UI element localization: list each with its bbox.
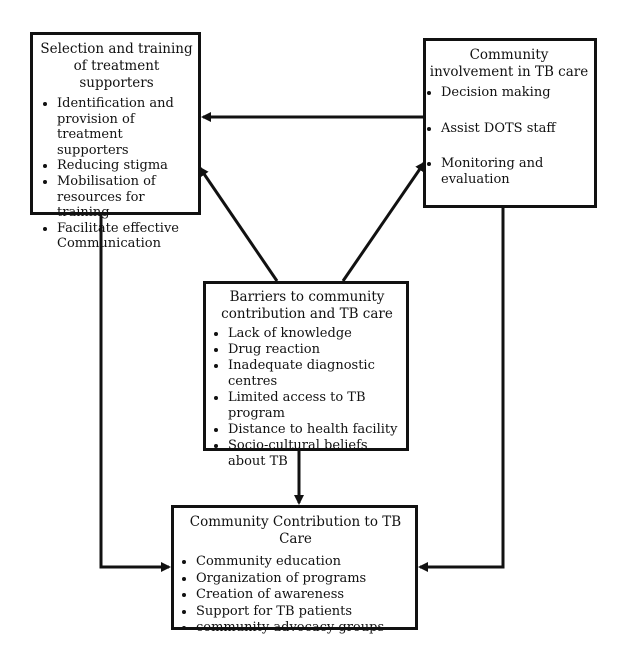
community-contribution-box: Community Contribution to TB Care Commun… <box>171 505 418 635</box>
list-item: Mobilisation of resources for training <box>57 174 194 221</box>
list-item: Reducing stigma <box>57 158 194 174</box>
list-item: Distance to health facility <box>228 422 402 438</box>
arrow-selection-to-contribution <box>99 215 171 572</box>
barriers-title: Barriers to community contribution and T… <box>221 289 393 322</box>
selection-training-title: Selection and training of treatment supp… <box>40 41 193 91</box>
list-item: Lack of knowledge <box>228 326 402 342</box>
list-item: Assist DOTS staff <box>441 121 590 137</box>
community-contribution-list: Community education Organization of prog… <box>180 554 411 637</box>
community-involvement-title: Community involvement in TB care <box>429 47 589 80</box>
arrow-community-to-contribution <box>418 208 505 572</box>
list-item: Organization of programs <box>196 571 411 588</box>
list-item: community advocacy groups <box>196 620 411 637</box>
list-item: Support for TB patients <box>196 604 411 621</box>
community-contribution-title: Community Contribution to TB Care <box>189 514 402 547</box>
list-item: Monitoring and evaluation <box>441 156 590 187</box>
list-item: Inadequate diagnostic centres <box>228 358 402 390</box>
list-item: Community education <box>196 554 411 571</box>
arrow-barriers-to-selection <box>198 166 279 282</box>
barriers-box: Barriers to community contribution and T… <box>203 281 409 469</box>
barriers-list: Lack of knowledge Drug reaction Inadequa… <box>212 326 402 470</box>
list-item: Creation of awareness <box>196 587 411 604</box>
list-item: Limited access to TB program <box>228 390 402 422</box>
selection-training-list: Identification and provision of treatmen… <box>39 96 194 252</box>
list-item: Decision making <box>441 85 590 101</box>
community-involvement-box: Community involvement in TB care Decisio… <box>423 38 597 208</box>
arrow-barriers-to-community <box>341 161 426 282</box>
list-item: Facilitate effective Communication <box>57 221 194 252</box>
list-item: Drug reaction <box>228 342 402 358</box>
community-involvement-list: Decision making Assist DOTS staff Monito… <box>428 85 590 187</box>
list-item: Identification and provision of treatmen… <box>57 96 194 158</box>
selection-training-box: Selection and training of treatment supp… <box>30 32 201 251</box>
list-item: Socio-cultural beliefs about TB <box>228 438 402 470</box>
